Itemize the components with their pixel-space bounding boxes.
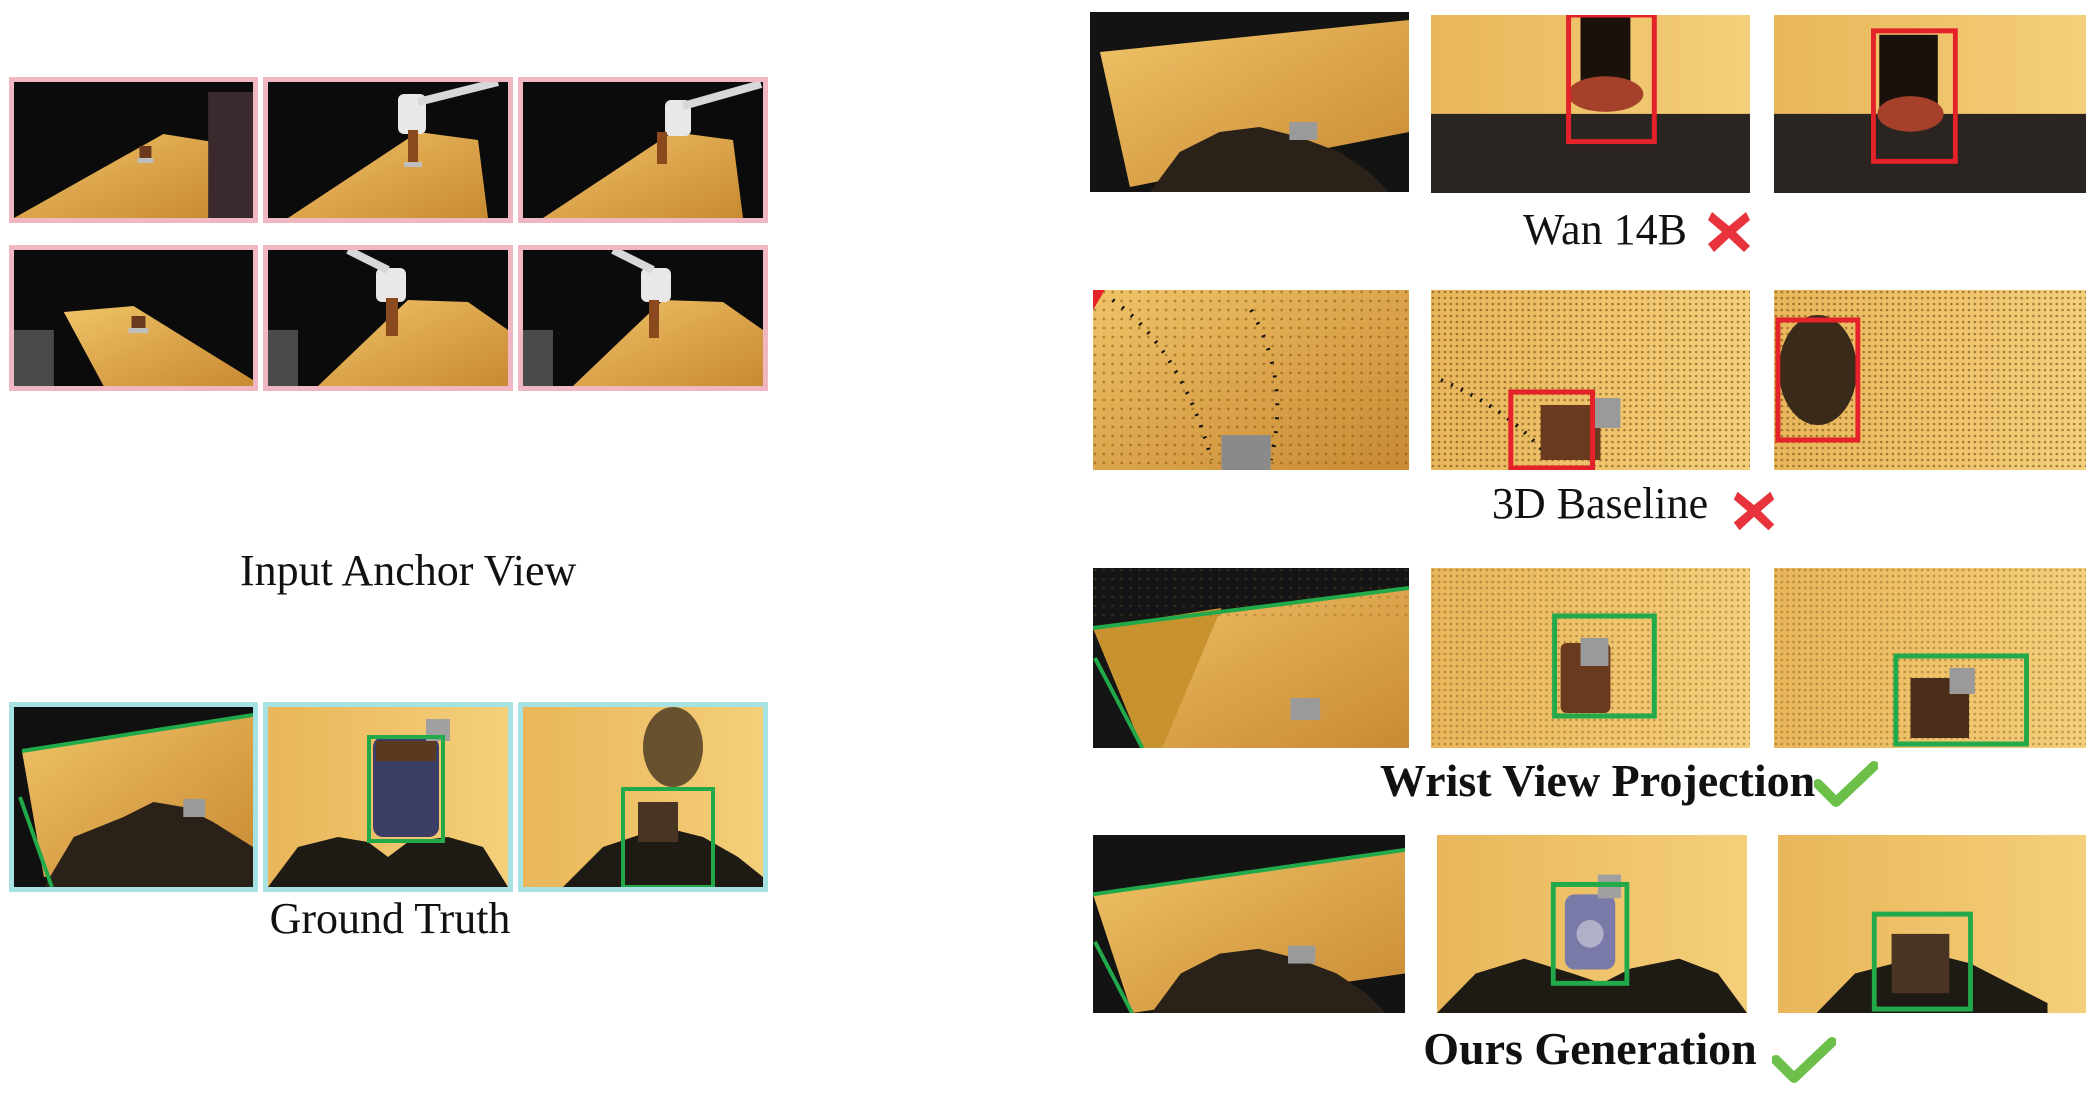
anchor-image-6 [523,250,763,386]
ground-truth-label: Ground Truth [269,894,511,943]
ground-truth-image-1 [14,707,253,887]
wan14b-view-1 [1090,12,1409,192]
anchor-view-label: Input Anchor View [240,546,577,595]
ground-truth-image-3 [523,707,763,887]
ground-truth-view-1 [9,702,258,892]
checkmark-icon [1813,760,1879,808]
anchor-image-5 [268,250,508,386]
wrist-projection-view-2 [1431,568,1750,748]
anchor-view-1 [9,77,258,223]
cross-icon [1702,204,1756,258]
baseline3d-view-1 [1093,290,1409,470]
anchor-view-5 [263,245,513,391]
ours-view-1 [1093,835,1405,1013]
ground-truth-view-3 [518,702,768,892]
wrist-projection-view-3 [1774,568,2086,748]
anchor-view-6 [518,245,768,391]
anchor-image-1 [14,82,253,218]
cross-icon [1728,484,1780,536]
checkmark-icon [1771,1036,1837,1086]
baseline3d-label: 3D Baseline [1491,479,1709,528]
wrist-projection-label: Wrist View Projection [1380,755,1816,806]
ground-truth-image-2 [268,707,508,887]
ours-generation-label: Ours Generation [1423,1023,1757,1074]
ground-truth-view-2 [263,702,513,892]
baseline3d-view-2 [1431,290,1750,470]
wan14b-view-3 [1774,15,2086,193]
ours-view-2 [1437,835,1747,1013]
anchor-view-4 [9,245,258,391]
baseline3d-view-3 [1774,290,2086,470]
wrist-projection-view-1 [1093,568,1409,748]
anchor-view-3 [518,77,768,223]
anchor-image-2 [268,82,508,218]
wan14b-label: Wan 14B [1523,205,1687,254]
anchor-image-4 [14,250,253,386]
wan14b-view-2 [1431,15,1750,193]
ours-view-3 [1778,835,2086,1013]
anchor-image-3 [523,82,763,218]
anchor-view-2 [263,77,513,223]
